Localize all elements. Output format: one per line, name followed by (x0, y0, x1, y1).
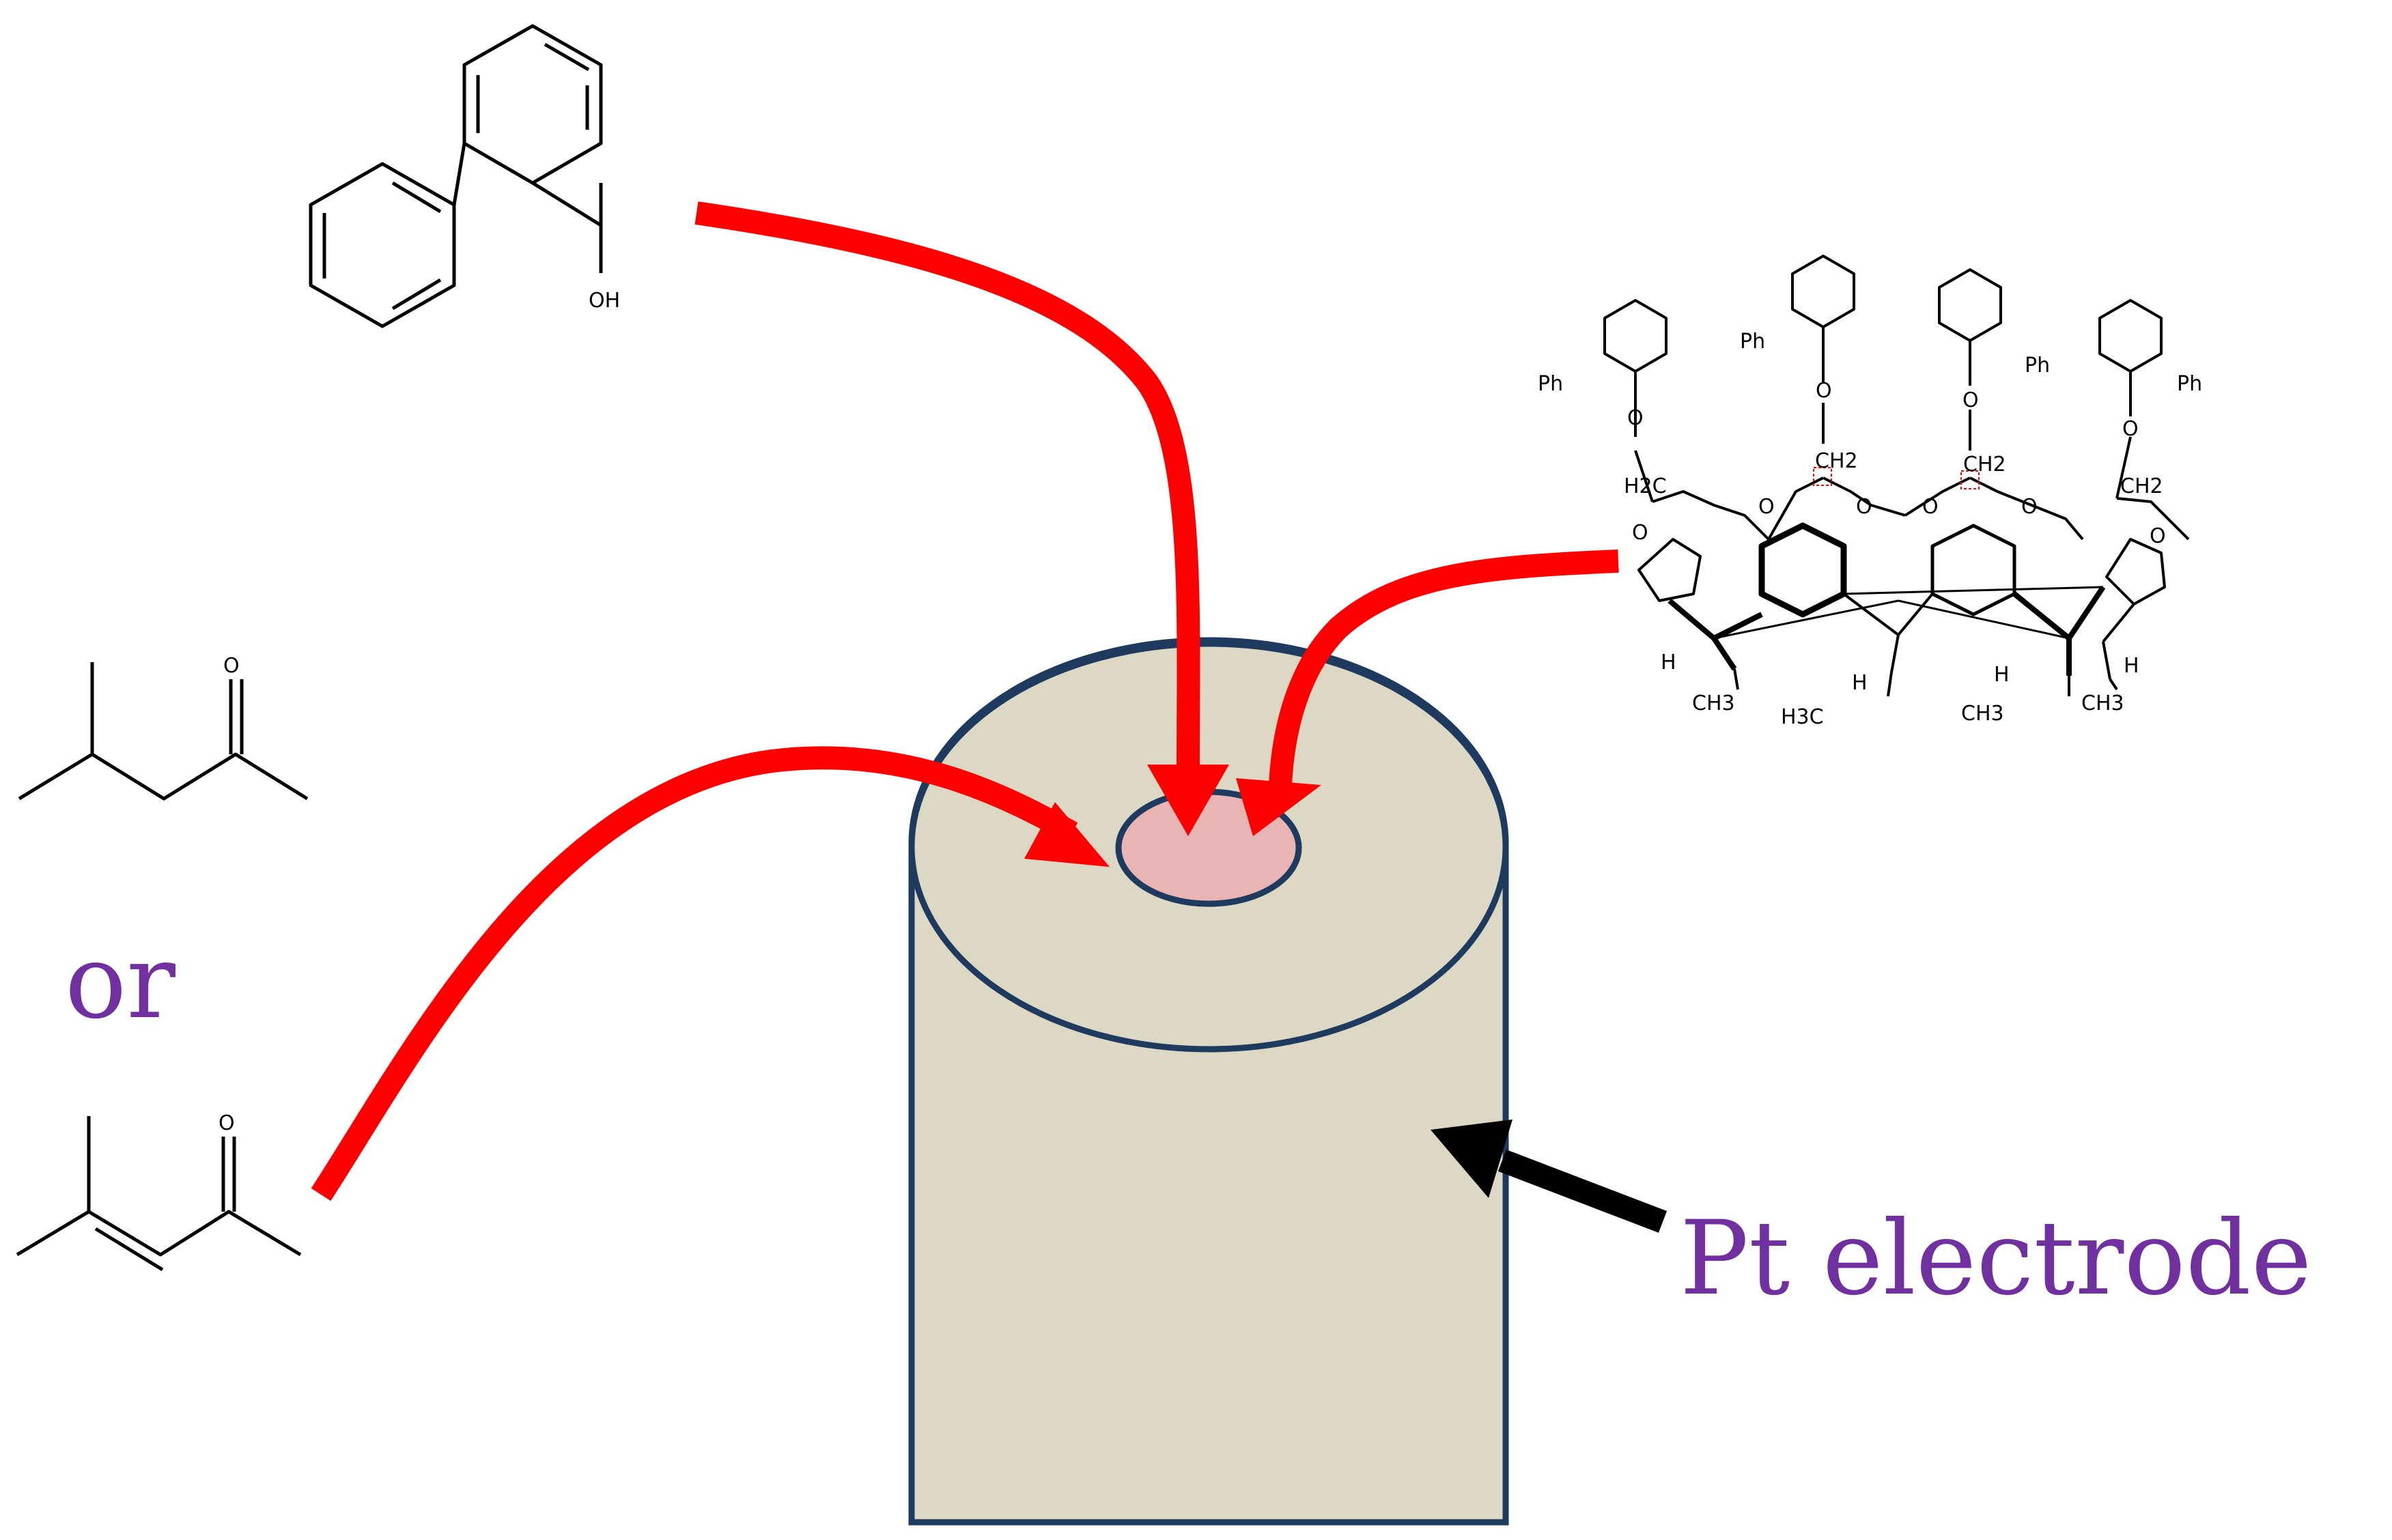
ketone-oxygen-label-1: O (223, 654, 240, 678)
molecule-cavitand (1603, 255, 2190, 697)
electrode-pointer-arrow (1431, 1120, 1668, 1233)
cavitand-ph-1: Ph (1538, 372, 1563, 396)
cavitand-ch2-1: CH2 (1815, 449, 1858, 473)
cavitand-o-7: O (1922, 495, 1939, 519)
ketone-oxygen-label-2: O (219, 1111, 235, 1135)
cavitand-o-1: O (1627, 406, 1644, 430)
arrow-from-ketones (311, 746, 1110, 1201)
marker-box-1 (1813, 467, 1832, 486)
cavitand-o-4: O (2122, 417, 2139, 441)
cavitand-h-2: H (1852, 671, 1868, 695)
molecule-mesityl-oxide (16, 1116, 302, 1272)
cavitand-ch2-3: CH2 (2120, 474, 2163, 498)
molecule-methyl-pentanone (18, 662, 309, 801)
cavitand-o-9: O (1632, 521, 1648, 545)
cavitand-o-8: O (2021, 495, 2038, 519)
cavitand-ph-3: Ph (2025, 354, 2050, 377)
electrode-label: Pt electrode (1680, 1199, 2312, 1318)
cavitand-h-3: H (1994, 663, 2010, 687)
cavitand-ch2-2: CH2 (1963, 453, 2006, 476)
cavitand-h3c: H3C (1781, 705, 1824, 729)
cavitand-ch3-2: CH3 (1961, 702, 2004, 726)
cavitand-h-1: H (1661, 651, 1676, 674)
cavitand-o-10: O (2150, 524, 2166, 548)
arrow-from-cavitand (1236, 550, 1619, 836)
marker-box-2 (1960, 470, 1980, 489)
cavitand-ph-4: Ph (2177, 372, 2202, 396)
hydroxyl-label: OH (589, 289, 620, 313)
molecule-2-phenylphenol (309, 24, 603, 328)
arrow-from-phenylphenol (694, 201, 1229, 836)
cavitand-ch3-1: CH3 (1692, 691, 1735, 715)
cavitand-ph-2: Ph (1740, 330, 1765, 354)
cavitand-ch3-3: CH3 (2081, 691, 2124, 715)
cavitand-o-3: O (1962, 388, 1979, 412)
or-label: or (65, 923, 175, 1042)
cavitand-o-6: O (1856, 495, 1872, 519)
cavitand-h2c: H2C (1624, 474, 1667, 498)
cavitand-h-4: H (2124, 654, 2139, 678)
cavitand-o-2: O (1816, 379, 1832, 403)
cavitand-o-5: O (1758, 495, 1775, 519)
